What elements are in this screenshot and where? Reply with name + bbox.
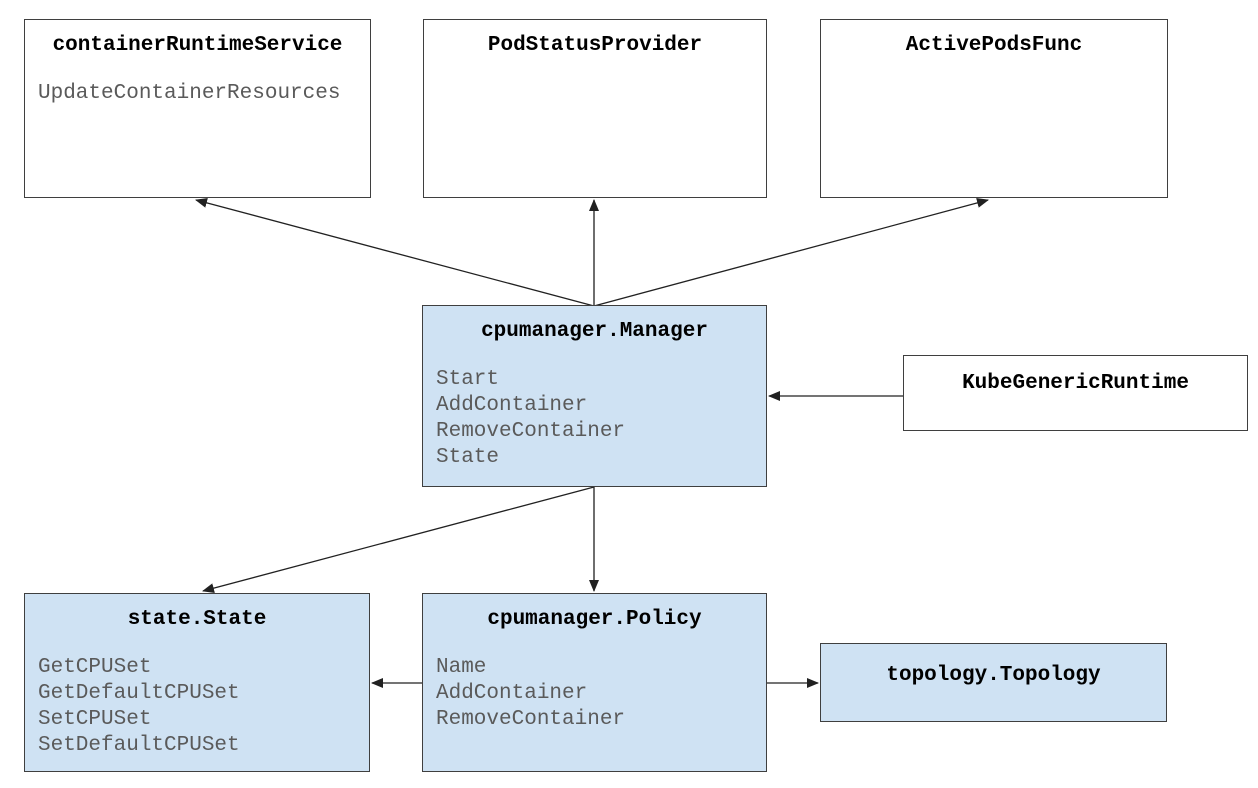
- method-label: RemoveContainer: [436, 420, 626, 443]
- box-methods: Start AddContainer RemoveContainer State: [423, 367, 766, 471]
- box-topology-topology: topology.Topology: [820, 643, 1167, 722]
- method-label: State: [436, 446, 500, 469]
- box-cpumanager-policy: cpumanager.Policy Name AddContainer Remo…: [422, 593, 767, 772]
- method-label: UpdateContainerResources: [38, 82, 341, 105]
- box-methods: GetCPUSet GetDefaultCPUSet SetCPUSet Set…: [25, 655, 369, 759]
- box-title: containerRuntimeService: [52, 34, 343, 57]
- method-label: AddContainer: [436, 394, 588, 417]
- method-label: Name: [436, 656, 487, 679]
- method-label: RemoveContainer: [436, 708, 626, 731]
- box-title: cpumanager.Manager: [481, 320, 708, 343]
- method-label: GetCPUSet: [38, 656, 152, 679]
- box-methods: Name AddContainer RemoveContainer: [423, 655, 766, 733]
- box-title: cpumanager.Policy: [487, 608, 702, 631]
- box-title: ActivePodsFunc: [905, 34, 1083, 57]
- method-label: GetDefaultCPUSet: [38, 682, 240, 705]
- box-title: PodStatusProvider: [487, 34, 703, 57]
- box-state-state: state.State GetCPUSet GetDefaultCPUSet S…: [24, 593, 370, 772]
- method-label: SetDefaultCPUSet: [38, 734, 240, 757]
- box-methods: UpdateContainerResources: [25, 81, 370, 107]
- method-label: SetCPUSet: [38, 708, 152, 731]
- box-title: topology.Topology: [886, 664, 1101, 687]
- box-kube-generic-runtime: KubeGenericRuntime: [903, 355, 1248, 431]
- box-title: state.State: [127, 608, 267, 631]
- box-active-pods-func: ActivePodsFunc: [820, 19, 1168, 198]
- method-label: AddContainer: [436, 682, 588, 705]
- box-cpumanager-manager: cpumanager.Manager Start AddContainer Re…: [422, 305, 767, 487]
- box-pod-status-provider: PodStatusProvider: [423, 19, 767, 198]
- arrow-manager-to-container-runtime-service: [195, 197, 595, 307]
- method-label: Start: [436, 368, 500, 391]
- arrow-manager-to-state: [202, 486, 595, 594]
- arrow-manager-to-active-pods-func: [593, 198, 989, 307]
- box-container-runtime-service: containerRuntimeService UpdateContainerR…: [24, 19, 371, 198]
- box-title: KubeGenericRuntime: [962, 372, 1189, 395]
